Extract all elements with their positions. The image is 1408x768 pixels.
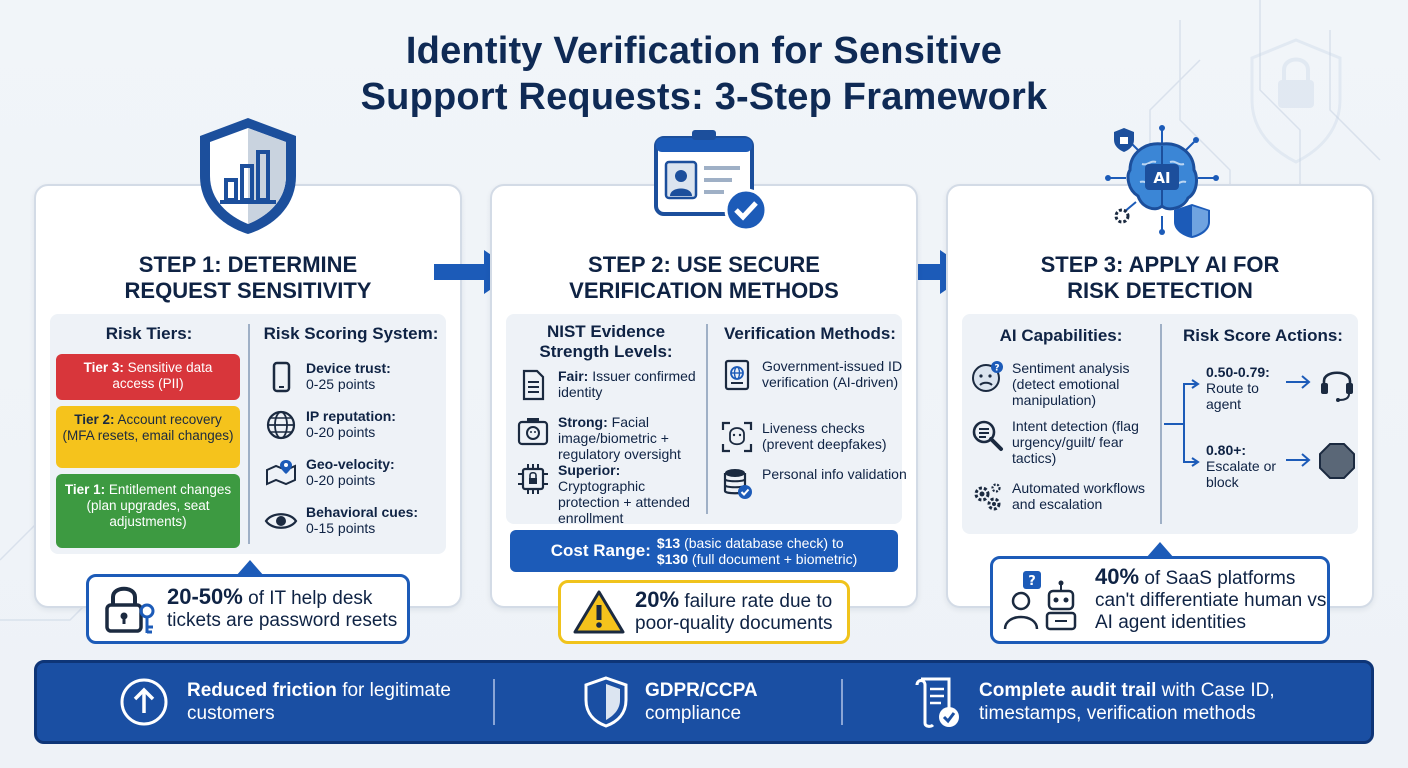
title-line-1: Identity Verification for Sensitive bbox=[405, 30, 1003, 72]
svg-text:?: ? bbox=[994, 364, 999, 374]
shield-icon bbox=[584, 676, 628, 728]
capability-automation: Automated workflows and escalation bbox=[970, 480, 1158, 514]
benefit-audit-trail: Complete audit trail with Case ID, times… bbox=[913, 663, 1353, 741]
action-escalate-block: 0.80+:Escalate or block bbox=[1206, 442, 1356, 490]
callout-document-failure: 20% failure rate due to poor-quality doc… bbox=[558, 580, 850, 644]
score-ip-reputation: IP reputation:0-20 points bbox=[264, 408, 396, 442]
step-3-panel: AI Capabilities: ? Sentiment analysis (d… bbox=[962, 314, 1358, 534]
step-1-panel: Risk Tiers: Tier 3: Sensitive data acces… bbox=[50, 314, 446, 554]
step-3-title: STEP 3: APPLY AI FOR RISK DETECTION bbox=[1040, 252, 1280, 303]
globe-icon bbox=[266, 410, 296, 440]
chip-lock-icon bbox=[518, 464, 548, 494]
action-route-to-agent: 0.50-0.79:Route to agent bbox=[1206, 364, 1356, 412]
step-3-card: STEP 3: APPLY AI FOR RISK DETECTION AI C… bbox=[946, 184, 1374, 608]
gears-icon bbox=[974, 483, 1001, 511]
benefit-reduced-friction: Reduced friction for legitimate customer… bbox=[119, 663, 479, 741]
level-strong: Strong: Facial image/biometric + regulat… bbox=[516, 414, 704, 462]
callout-password-resets: 20-50% of IT help desk tickets are passw… bbox=[86, 574, 410, 644]
right-arrow-icon bbox=[1286, 453, 1311, 467]
headset-icon bbox=[1321, 371, 1353, 402]
worried-face-icon: ? bbox=[972, 361, 1003, 392]
cost-range-bar: Cost Range: $13 (basic database check) t… bbox=[510, 530, 898, 572]
risk-tiers-heading: Risk Tiers: bbox=[105, 324, 193, 343]
level-fair: Fair: Issuer confirmed identity bbox=[516, 368, 704, 402]
right-arrow-icon bbox=[1286, 375, 1311, 389]
title-line-2: Support Requests: 3-Step Framework bbox=[360, 76, 1048, 118]
action-branch-lines bbox=[1164, 379, 1200, 467]
step-1-title: STEP 1: DETERMINE REQUEST SENSITIVITY bbox=[124, 252, 372, 303]
level-superior: Superior:Cryptographic protection + atte… bbox=[516, 462, 704, 526]
stop-octagon-icon bbox=[1319, 443, 1355, 479]
human-robot-icon: ? bbox=[1003, 571, 1077, 631]
up-arrow-circle-icon bbox=[120, 678, 168, 726]
tier-1-badge: Tier 1: Entitlement changes (plan upgrad… bbox=[56, 474, 240, 548]
page-title: Identity Verification for Sensitive Supp… bbox=[0, 28, 1408, 120]
risk-score-actions-heading: Risk Score Actions: bbox=[1183, 326, 1343, 345]
callout-1-pointer bbox=[236, 560, 264, 576]
method-liveness: Liveness checks (prevent deepfakes) bbox=[720, 420, 910, 454]
score-device-trust: Device trust:0-25 points bbox=[264, 360, 391, 394]
id-badge-check-icon bbox=[654, 130, 768, 232]
audit-scroll-icon bbox=[915, 677, 959, 728]
svg-text:?: ? bbox=[1028, 574, 1036, 589]
camera-face-icon bbox=[517, 418, 549, 446]
capability-intent: Intent detection (flag urgency/guilt/ fe… bbox=[970, 418, 1158, 466]
ai-capabilities-heading: AI Capabilities: bbox=[999, 326, 1123, 345]
benefits-banner: Reduced friction for legitimate customer… bbox=[34, 660, 1374, 744]
passport-icon bbox=[724, 359, 750, 391]
svg-text:AI: AI bbox=[1153, 169, 1170, 187]
face-scan-icon bbox=[721, 421, 753, 453]
smartphone-icon bbox=[272, 361, 291, 393]
step-2-card: STEP 2: USE SECURE VERIFICATION METHODS … bbox=[490, 184, 918, 608]
callout-3-pointer bbox=[1146, 542, 1174, 558]
database-check-icon bbox=[723, 469, 752, 499]
score-behavioral-cues: Behavioral cues:0-15 points bbox=[264, 504, 418, 538]
shield-chart-icon bbox=[200, 118, 296, 234]
tier-2-badge: Tier 2: Account recovery (MFA resets, em… bbox=[56, 406, 240, 468]
document-icon bbox=[522, 369, 545, 401]
method-government-id: Government-issued ID verification (AI-dr… bbox=[720, 358, 910, 392]
magnifier-icon bbox=[972, 420, 1003, 451]
score-geo-velocity: Geo-velocity:0-20 points bbox=[264, 456, 395, 490]
step-1-card: STEP 1: DETERMINE REQUEST SENSITIVITY Ri… bbox=[34, 184, 462, 608]
risk-scoring-heading: Risk Scoring System: bbox=[263, 324, 439, 343]
padlock-key-icon bbox=[105, 586, 155, 634]
ai-brain-icon: AI bbox=[1105, 125, 1219, 238]
step-2-title: STEP 2: USE SECURE VERIFICATION METHODS bbox=[569, 252, 839, 303]
method-personal-info: Personal info validation bbox=[720, 466, 910, 500]
tier-3-badge: Tier 3: Sensitive data access (PII) bbox=[56, 354, 240, 400]
capability-sentiment: ? Sentiment analysis (detect emotional m… bbox=[970, 360, 1158, 408]
verification-methods-heading: Verification Methods: bbox=[724, 324, 896, 343]
warning-icon bbox=[573, 590, 625, 634]
eye-icon bbox=[264, 513, 298, 529]
callout-ai-identities: ? 40% of SaaS platforms can't differenti… bbox=[990, 556, 1330, 644]
map-route-icon bbox=[266, 460, 296, 486]
